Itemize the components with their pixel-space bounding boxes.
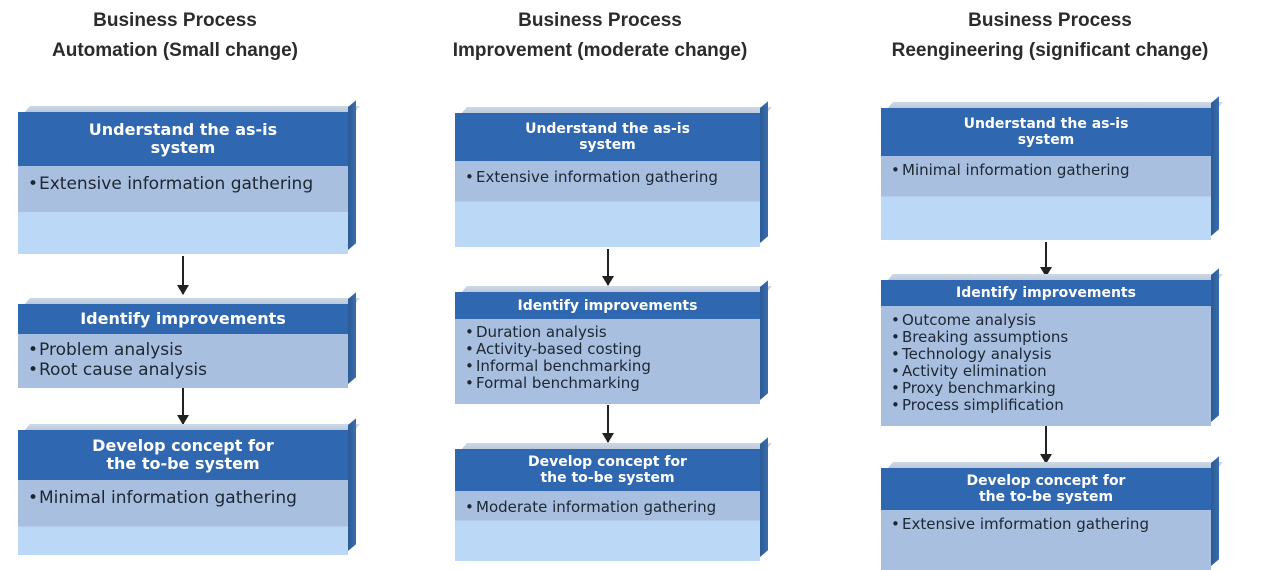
list-item: Activity-based costing	[465, 341, 750, 359]
list-item: Root cause analysis	[28, 360, 338, 380]
step-body: Extensive imformation gathering	[881, 510, 1211, 570]
column-3-title-line-2: Reengineering (significant change)	[891, 40, 1209, 61]
flow-arrow	[602, 249, 614, 286]
column-1-title-line-1: Business Process	[93, 10, 257, 31]
step-body: Duration analysis Activity-based costing…	[455, 319, 760, 404]
step-body: Minimal information gathering	[18, 480, 348, 555]
list-item: Proxy benchmarking	[891, 380, 1201, 398]
column-1-title-line-2: Automation (Small change)	[52, 40, 298, 61]
col1-step-identify: Identify improvements Problem analysis R…	[18, 292, 360, 388]
step-body: Moderate information gathering	[455, 491, 760, 561]
list-item: Duration analysis	[465, 324, 750, 342]
list-item: Minimal information gathering	[28, 488, 338, 508]
step-body: Minimal information gathering	[881, 156, 1211, 240]
column-3-title-line-1: Business Process	[968, 10, 1132, 31]
list-item: Extensive information gathering	[28, 174, 338, 194]
list-item: Process simplification	[891, 397, 1201, 415]
flow-arrow	[1040, 426, 1052, 464]
flow-arrow	[602, 405, 614, 443]
list-item: Formal benchmarking	[465, 375, 750, 393]
list-item: Extensive imformation gathering	[891, 516, 1201, 534]
list-item: Activity elimination	[891, 363, 1201, 381]
step-body: Outcome analysis Breaking assumptions Te…	[881, 306, 1211, 426]
list-item: Extensive information gathering	[465, 168, 750, 186]
step-body: Extensive information gathering	[455, 161, 760, 247]
list-item: Outcome analysis	[891, 312, 1201, 330]
step-header: Identify improvements	[18, 304, 348, 334]
column-3-title: Business Process Reengineering (signific…	[850, 6, 1250, 66]
col3-step-identify: Identify improvements Outcome analysis B…	[881, 268, 1223, 426]
flow-arrow	[177, 388, 189, 425]
column-1-title: Business Process Automation (Small chang…	[20, 6, 330, 66]
list-item: Minimal information gathering	[891, 162, 1201, 180]
list-item: Breaking assumptions	[891, 329, 1201, 347]
step-header: Identify improvements	[455, 292, 760, 319]
flow-arrow	[177, 256, 189, 295]
column-2-title: Business Process Improvement (moderate c…	[415, 6, 785, 66]
step-header: Identify improvements	[881, 280, 1211, 306]
list-item: Problem analysis	[28, 340, 338, 360]
step-body: Extensive information gathering	[18, 166, 348, 254]
flow-arrow	[1040, 242, 1052, 277]
list-item: Technology analysis	[891, 346, 1201, 364]
list-item: Moderate information gathering	[465, 498, 750, 516]
step-body: Problem analysis Root cause analysis	[18, 334, 348, 388]
column-2-title-line-2: Improvement (moderate change)	[452, 40, 748, 61]
list-item: Informal benchmarking	[465, 358, 750, 376]
col2-step-identify: Identify improvements Duration analysis …	[455, 280, 772, 404]
column-2-title-line-1: Business Process	[518, 10, 682, 31]
